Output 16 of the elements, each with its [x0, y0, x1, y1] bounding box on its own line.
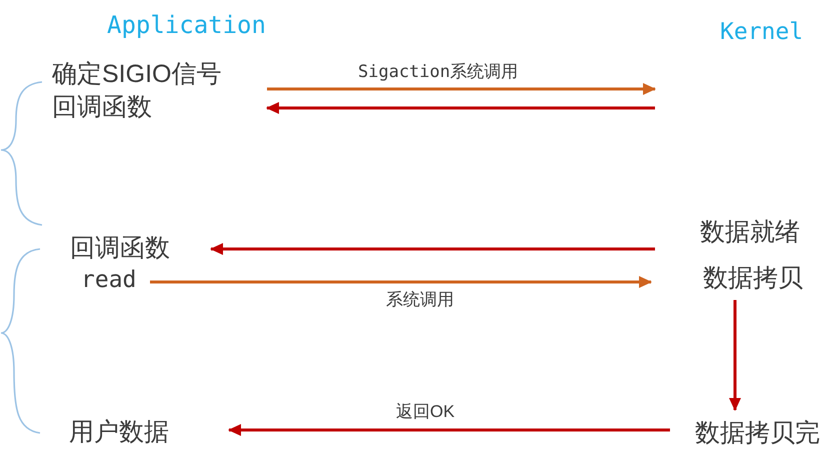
step-text: 数据就绪 [700, 217, 800, 247]
column-heading: Kernel [720, 18, 804, 46]
arrow [210, 243, 655, 255]
column-heading: Application [107, 11, 266, 40]
arrow [150, 276, 652, 288]
arrow [228, 424, 670, 436]
step-text: 用户数据 [69, 417, 169, 447]
step-text: 数据拷贝完 [695, 418, 820, 448]
step-text: 回调函数 [70, 233, 170, 263]
step-text: 确定SIGIO信号回调函数 [52, 58, 225, 124]
arrow [729, 300, 741, 411]
edge-label: 返回OK [394, 401, 457, 422]
arrow [266, 102, 655, 114]
step-text: 数据拷贝 [703, 263, 803, 293]
step-text: read [81, 266, 136, 294]
arrow [267, 83, 656, 95]
